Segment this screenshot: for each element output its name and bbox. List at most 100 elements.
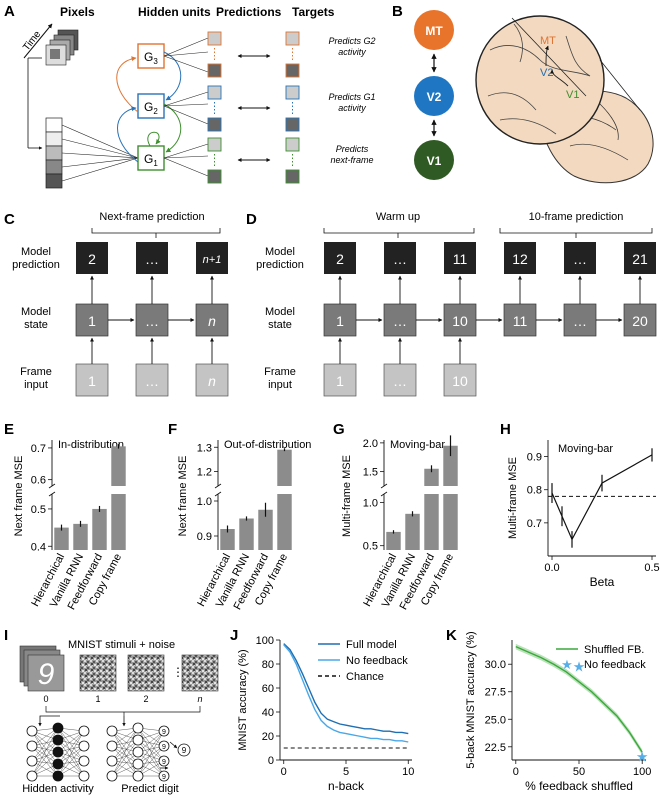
panel-label-g: G — [333, 421, 345, 438]
panel-e-bar-4-lower — [111, 494, 126, 550]
d-input-1: 1 — [336, 373, 344, 389]
panel-j-xtick: 5 — [343, 766, 349, 778]
c-state-box-2 — [135, 303, 169, 337]
d-row-label-input-2: input — [268, 379, 292, 391]
d-input-box-3 — [443, 363, 477, 397]
row-label-prediction-2: prediction — [12, 259, 60, 271]
panel-d-title-pred: 10-frame prediction — [529, 211, 624, 223]
panel-k-star-2: ★ — [636, 749, 649, 765]
panel-f-ytick: 1.0 — [197, 496, 212, 508]
net-hidden-node — [52, 722, 64, 734]
panel-f-bar-1 — [220, 529, 235, 550]
mnist-frame-0 — [27, 654, 65, 692]
panel-h-xlabel: Beta — [590, 575, 615, 589]
panel-labels: A B C D E F G H I J K — [4, 3, 511, 644]
panel-d-title-warmup: Warm up — [376, 211, 420, 223]
feedforward-arrow-g1 — [163, 103, 182, 153]
annotation-g2-2: activity — [338, 103, 366, 113]
panel-j-ytick: 60 — [262, 683, 274, 695]
net-predict-node — [158, 740, 170, 752]
predicted-digit: 9 — [182, 746, 187, 755]
panel-e-title: In-distribution — [58, 439, 124, 451]
d-state-box-3 — [443, 303, 477, 337]
brain-zoom-circle — [475, 15, 605, 145]
c-input-3: n — [208, 373, 216, 389]
panel-g-bar-3-lower — [424, 494, 439, 550]
annotation-g2-1: Predicts G1 — [328, 92, 375, 102]
panel-k-ytick: 25.0 — [485, 714, 506, 726]
panel-j-ytick: 80 — [262, 659, 274, 671]
d-row-label-prediction-2: prediction — [256, 259, 304, 271]
recurrent-arrow-g1 — [147, 131, 161, 147]
d-input-2: … — [393, 373, 407, 389]
panel-f-ytick: 0.9 — [197, 531, 212, 543]
panel-f-bar-4-lower — [277, 494, 292, 550]
frame-label-0: 0 — [43, 694, 48, 704]
panel-h-ytick: 0.7 — [527, 518, 542, 530]
net-hidden-node — [78, 770, 90, 782]
panel-k-xtick: 100 — [633, 766, 651, 778]
panel-j-legend-label-2: No feedback — [346, 655, 408, 667]
panel-c: Next-frame prediction Model prediction M… — [12, 211, 229, 397]
net-hidden-node — [26, 770, 38, 782]
svg-text:⋮: ⋮ — [172, 665, 184, 679]
panel-label-e: E — [4, 421, 14, 438]
net-predict-node — [106, 770, 118, 782]
d-pred-5: … — [573, 251, 587, 267]
panel-g-ytick: 1.5 — [363, 467, 378, 479]
annotation-g1-1: Predicts — [336, 144, 369, 154]
frame-label-2: 2 — [143, 694, 148, 704]
panel-j-ytick: 0 — [268, 755, 274, 767]
d-pred-box-3 — [444, 242, 476, 274]
panel-e-ytick: 0.7 — [31, 443, 46, 455]
panel-h-ytick: 0.8 — [527, 485, 542, 497]
net-predict-output-digit: 9 — [162, 759, 166, 766]
d-row-label-prediction-1: Model — [265, 246, 295, 258]
panel-j-ylabel: MNIST accuracy (%) — [237, 649, 249, 750]
c-pred-1: 2 — [88, 251, 96, 267]
net-predict-node — [158, 725, 170, 737]
d-pred-box-1 — [324, 242, 356, 274]
unit-g2-letter: G — [144, 100, 153, 114]
panel-e-bar-4 — [111, 446, 126, 486]
net-predict-node — [106, 725, 118, 737]
panel-g-bar-3 — [424, 468, 439, 486]
panel-k-ylabel: 5-back MNIST accuracy (%) — [465, 631, 477, 768]
svg-text:G1: G1 — [144, 152, 158, 168]
panel-j-legend-label-1: Full model — [346, 639, 397, 651]
row-label-input-1: Frame — [20, 366, 52, 378]
d-pred-1: 2 — [336, 251, 344, 267]
brain-label-mt: MT — [540, 35, 556, 47]
c-pred-2: … — [145, 251, 159, 267]
c-pred-box-3 — [196, 242, 228, 274]
panel-e-ytick: 0.6 — [31, 475, 46, 487]
panel-h-xtick: 0.5 — [644, 562, 659, 574]
row-label-state-1: Model — [21, 306, 51, 318]
c-arrows — [89, 275, 215, 364]
c-input-2: … — [145, 373, 159, 389]
panel-g-ylabel: Multi-frame MSE — [341, 455, 353, 537]
c-state-2: … — [145, 313, 159, 329]
panel-g-bar-1 — [386, 531, 401, 550]
pixel-connections — [61, 124, 139, 182]
d-state-5: … — [573, 313, 587, 329]
net-predict-node — [158, 755, 170, 767]
panel-f-bar-2 — [239, 518, 254, 550]
panel-g-bar-2 — [405, 513, 420, 550]
d-pred-6: 21 — [632, 251, 648, 267]
d-state-box-6 — [623, 303, 657, 337]
panel-g-ytick: 2.0 — [363, 438, 378, 450]
d-pred-box-6 — [624, 242, 656, 274]
panel-label-d: D — [246, 211, 257, 228]
panel-h-ylabel: Multi-frame MSE — [507, 457, 519, 539]
svg-text:G2: G2 — [144, 100, 158, 116]
c-pred-box-1 — [76, 242, 108, 274]
panel-j-legend-label-3: Chance — [346, 671, 384, 683]
panel-j-xlabel: n-back — [328, 779, 365, 793]
panel-k-legend-label-1: Shuffled FB. — [584, 644, 644, 656]
net-hidden-node — [78, 755, 90, 767]
